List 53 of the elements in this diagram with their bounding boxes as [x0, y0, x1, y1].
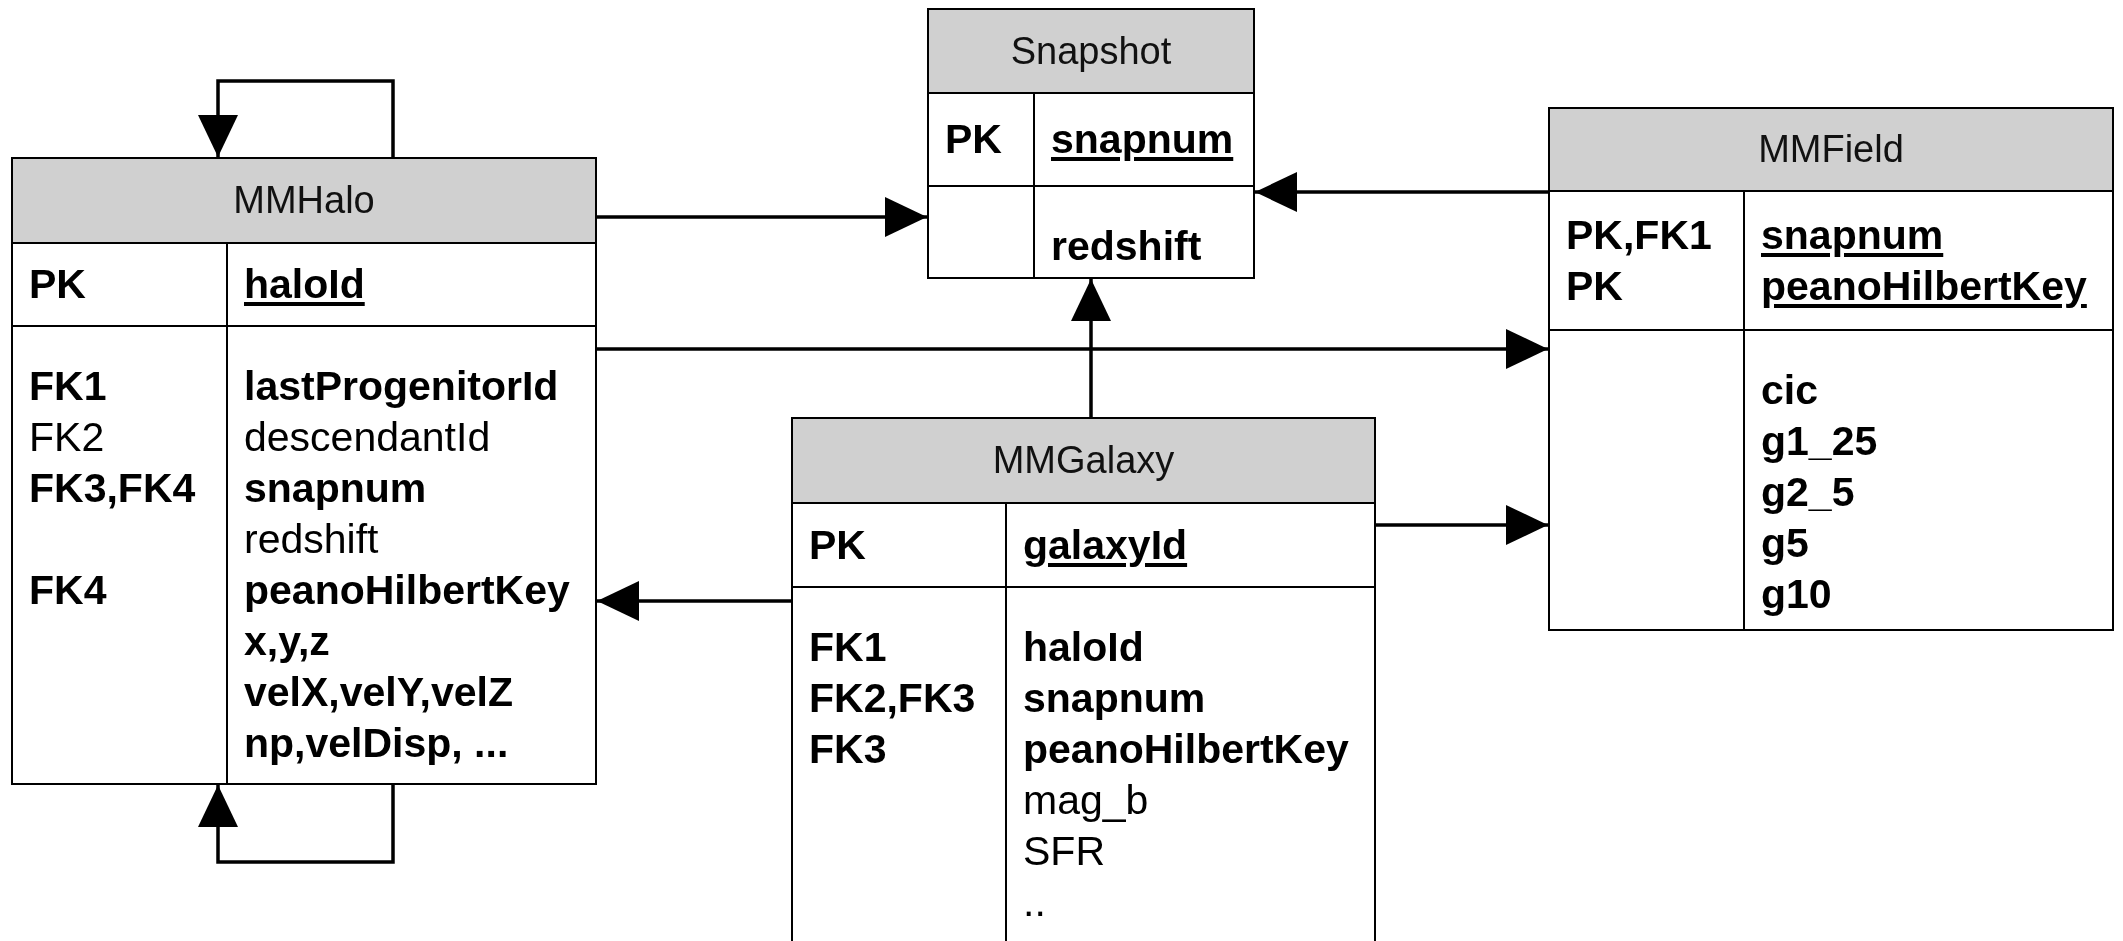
key-label: PK: [809, 520, 867, 570]
arrow: [1376, 505, 1548, 545]
arrow: [597, 329, 1548, 369]
field-name: cic: [1761, 366, 1819, 415]
field-name: g1_25: [1761, 417, 1879, 466]
arrow: [198, 79, 395, 157]
field-name: SFR: [1023, 827, 1106, 876]
key-label: FK1: [809, 623, 888, 672]
key-label: FK2,FK3: [809, 674, 977, 723]
field-name: redshift: [244, 515, 380, 564]
arrow: [597, 197, 927, 237]
key-label: PK: [1566, 261, 1624, 311]
field-name: velX,velY,velZ: [244, 668, 514, 717]
field-name: snapnum: [1051, 115, 1235, 164]
field-name: descendantId: [244, 413, 492, 462]
field-name: peanoHilbertKey: [244, 566, 571, 615]
field-name: ..: [1023, 878, 1047, 927]
arrow: [1255, 172, 1548, 212]
table-title: MMHalo: [13, 159, 595, 244]
key-label: FK3: [809, 725, 888, 774]
field-name: galaxyId: [1023, 520, 1189, 570]
field-name: g5: [1761, 519, 1810, 568]
key-label: PK: [945, 115, 1003, 164]
entity-table: [1548, 107, 2114, 631]
field-name: redshift: [1051, 222, 1203, 271]
field-name: lastProgenitorId: [244, 362, 560, 411]
field-name: snapnum: [1761, 210, 1945, 260]
key-label: PK,FK1: [1566, 210, 1713, 260]
field-name: snapnum: [1023, 674, 1207, 723]
field-name: snapnum: [244, 464, 428, 513]
key-label: FK4: [29, 566, 108, 615]
table-title: Snapshot: [929, 10, 1253, 94]
key-label: PK: [29, 260, 87, 309]
arrow: [597, 581, 791, 621]
field-name: mag_b: [1023, 776, 1150, 825]
arrow: [1071, 279, 1111, 417]
entity-table: [11, 157, 597, 785]
field-name: x,y,z: [244, 617, 331, 666]
field-name: g2_5: [1761, 468, 1856, 517]
arrow: [198, 785, 395, 864]
table-title: MMGalaxy: [793, 419, 1374, 504]
entity-table: [791, 417, 1376, 941]
key-label: FK3,FK4: [29, 464, 197, 513]
key-label: FK1: [29, 362, 108, 411]
entity-table: [927, 8, 1255, 279]
table-title: MMField: [1550, 109, 2112, 192]
field-name: g10: [1761, 570, 1833, 619]
field-name: np,velDisp, ...: [244, 719, 510, 768]
field-name: peanoHilbertKey: [1023, 725, 1350, 774]
field-name: haloId: [1023, 623, 1145, 672]
key-label: FK2: [29, 413, 106, 462]
field-name: peanoHilbertKey: [1761, 261, 2088, 311]
field-name: haloId: [244, 260, 366, 309]
